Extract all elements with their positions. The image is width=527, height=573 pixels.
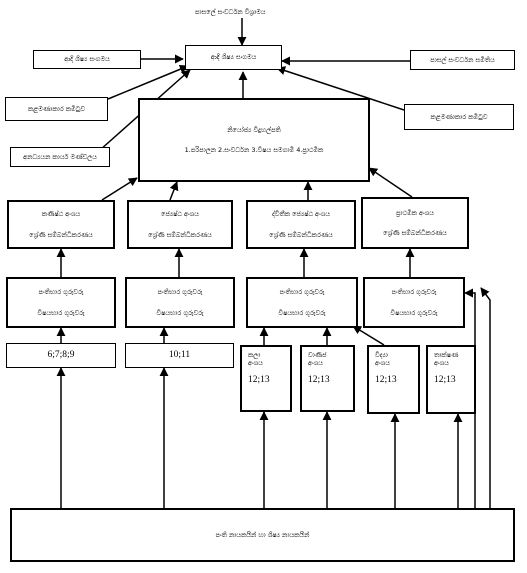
left-mid-node: කළමණාකාර කමිටුව <box>5 97 108 121</box>
teachers-senior-line1: පංතිභාර ගුරුවරු <box>157 288 203 297</box>
section-primary: ප්‍රාථමික අංශය ශ්‍රේණි සම්බන්ධීකරණය <box>361 197 469 249</box>
section-junior-line2: ශ්‍රේණි සම්බන්ධීකරණය <box>29 230 93 239</box>
left-low-node: අනධ්‍යයන කාර්ය මණ්ඩලය <box>10 147 110 167</box>
stream-commerce-name2: අංශය <box>308 359 323 368</box>
stream-commerce-grades: 12;13 <box>308 375 330 386</box>
left-top-node-label: ආදි ශිෂ්‍ය සංගමය <box>64 55 110 64</box>
section-junior-line1: කණිෂ්ඨ අංශය <box>41 210 81 219</box>
grades-senior: 10;11 <box>125 343 234 368</box>
stream-science: විද්‍යා අංශය 12;13 <box>367 345 420 414</box>
admin-node: නියෝජ්‍ය විදුහල්පති 1.පරිපාලන 2.සංවර්ධන … <box>138 98 370 182</box>
teachers-primary-line2: විෂයභාර ගුරුවරු <box>390 308 438 317</box>
stream-arts-name1: කලා <box>248 351 261 359</box>
bottom-node: පංති නායකයින් හා ශිෂ්‍ය නායකයින් <box>10 508 515 562</box>
grades-senior-value: 10;11 <box>168 349 191 360</box>
section-primary-line2: ශ්‍රේණි සම්බන්ධීකරණය <box>383 229 447 237</box>
section-senior-line2: ශ්‍රේණි සම්බන්ධීකරණය <box>148 230 212 239</box>
teachers-senior-line2: විෂයභාර ගුරුවරු <box>156 308 204 317</box>
teachers-junior: පංතිභාර ගුරුවරු විෂයභාර ගුරුවරු <box>6 277 116 328</box>
stream-arts-name2: අංශය <box>248 359 263 368</box>
stream-technology-name2: අංශය <box>434 359 449 368</box>
right-mid-node: කළමණාකාර කමිටුව <box>404 104 514 130</box>
section-secondary-senior-line2: ශ්‍රේණි සම්බන්ධීකරණය <box>269 230 333 239</box>
top-label: පාසලේ සංවර්ධන විශ්‍රාමය <box>195 8 266 16</box>
section-secondary-senior-line1: ද්විතීක ජ්‍යෙෂ්ඨ අංශය <box>271 210 331 219</box>
section-junior: කණිෂ්ඨ අංශය ශ්‍රේණි සම්බන්ධීකරණය <box>7 200 115 249</box>
stream-science-name2: අංශය <box>375 359 390 368</box>
stream-science-name1: විද්‍යා <box>375 351 388 359</box>
center-node-label: ආදි ශිෂ්‍ය සංගමය <box>210 53 257 62</box>
grades-junior: 6;7;8;9 <box>6 343 116 368</box>
center-node: ආදි ශිෂ්‍ය සංගමය <box>185 45 282 70</box>
teachers-junior-line1: පංතිභාර ගුරුවරු <box>38 288 84 297</box>
section-secondary-senior: ද්විතීක ජ්‍යෙෂ්ඨ අංශය ශ්‍රේණි සම්බන්ධීකර… <box>246 200 356 249</box>
right-mid-node-label: කළමණාකාර කමිටුව <box>430 112 488 121</box>
left-mid-node-label: කළමණාකාර කමිටුව <box>27 104 86 113</box>
bottom-node-label: පංති නායකයින් හා ශිෂ්‍ය නායකයින් <box>215 530 310 539</box>
section-senior: ජ්‍යෙෂ්ඨ අංශය ශ්‍රේණි සම්බන්ධීකරණය <box>127 200 233 249</box>
right-top-node-label: පාසල් සංවර්ධන සමිතිය <box>430 55 495 64</box>
stream-commerce-name1: වාණිජ <box>308 351 327 359</box>
teachers-secondary: පංතිභාර ගුරුවරු විෂයභාර ගුරුවරු <box>246 277 358 328</box>
section-senior-line1: ජ්‍යෙෂ්ඨ අංශය <box>161 210 199 219</box>
grades-junior-value: 6;7;8;9 <box>47 349 75 360</box>
stream-technology-name1: තාක්ෂණ <box>434 351 459 359</box>
teachers-junior-line2: විෂයභාර ගුරුවරු <box>37 308 85 317</box>
teachers-primary: පංතිභාර ගුරුවරු විෂයභාර ගුරුවරු <box>363 277 465 328</box>
admin-title: නියෝජ්‍ය විදුහල්පති <box>227 125 281 134</box>
teachers-primary-line1: පංතිභාර ගුරුවරු <box>391 288 437 297</box>
stream-arts: කලා අංශය 12;13 <box>240 345 292 412</box>
left-low-node-label: අනධ්‍යයන කාර්ය මණ්ඩලය <box>23 152 97 161</box>
left-top-node: ආදි ශිෂ්‍ය සංගමය <box>33 50 141 69</box>
teachers-secondary-line2: විෂයභාර ගුරුවරු <box>278 308 326 317</box>
right-top-node: පාසල් සංවර්ධන සමිතිය <box>410 50 515 70</box>
teachers-senior: පංතිභාර ගුරුවරු විෂයභාර ගුරුවරු <box>125 277 235 328</box>
admin-subtitle: 1.පරිපාලන 2.සංවර්ධන 3.විෂය සමගාමී 4.ප්‍ර… <box>184 146 324 154</box>
stream-commerce: වාණිජ අංශය 12;13 <box>300 345 355 412</box>
stream-arts-grades: 12;13 <box>248 375 270 386</box>
section-primary-line1: ප්‍රාථමික අංශය <box>396 208 434 217</box>
stream-science-grades: 12;13 <box>375 375 397 386</box>
stream-technology-grades: 12;13 <box>434 375 456 386</box>
teachers-secondary-line1: පංතිභාර ගුරුවරු <box>279 288 325 297</box>
stream-technology: තාක්ෂණ අංශය 12;13 <box>426 345 476 414</box>
